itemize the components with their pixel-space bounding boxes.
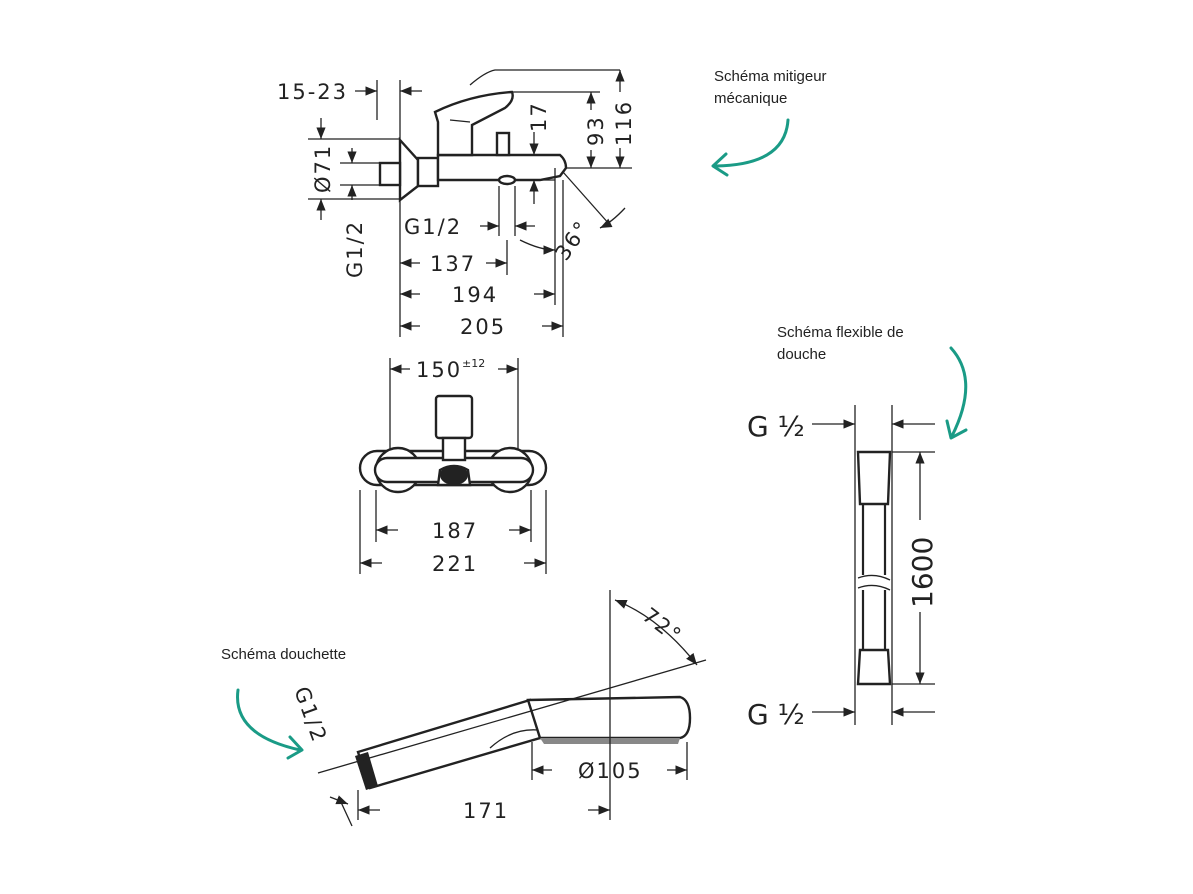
note-handshower: Schéma douchette <box>221 646 346 760</box>
note-hose: Schéma flexible de douche <box>777 324 968 440</box>
dim-36deg: 36° <box>550 216 594 265</box>
note-handshower-line1: Schéma douchette <box>221 646 346 663</box>
note-mixer-line2: mécanique <box>714 90 787 107</box>
dim-171: 171 <box>463 799 509 823</box>
teal-arrow-handshower <box>236 688 302 752</box>
dim-72deg: 72° <box>638 603 687 649</box>
teal-arrow-hose <box>949 346 968 438</box>
dim-o105: Ø105 <box>578 759 643 783</box>
dim-g12-left: G1/2 <box>343 220 367 278</box>
note-mixer: Schéma mitigeur mécanique <box>711 68 827 177</box>
hand-shower-view: 72° G1/2 Ø105 171 <box>289 590 707 827</box>
dim-17: 17 <box>527 101 551 132</box>
dim-137: 137 <box>430 252 476 276</box>
dim-g-top: G ½ <box>747 410 805 443</box>
note-mixer-line1: Schéma mitigeur <box>714 68 827 85</box>
dim-116: 116 <box>612 100 636 146</box>
dim-221: 221 <box>432 552 478 576</box>
dim-187: 187 <box>432 519 478 543</box>
dim-194: 194 <box>452 283 498 307</box>
dim-150: 150 <box>416 358 462 382</box>
dim-g-bottom: G ½ <box>747 698 805 731</box>
shower-hose-view: G ½ 1600 G ½ <box>747 405 939 731</box>
dim-g12-spout: G1/2 <box>404 215 462 239</box>
dim-o71: Ø71 <box>311 144 335 193</box>
mixer-front-view: 150 ±12 187 221 <box>358 357 548 576</box>
dim-1600: 1600 <box>906 537 939 608</box>
teal-arrow-mixer <box>714 118 790 168</box>
mixer-side-view: 15-23 Ø71 G1/2 17 93 116 G1/2 <box>277 69 636 339</box>
dim-150-tolerance: ±12 <box>462 357 485 370</box>
dim-15-23: 15-23 <box>277 80 348 104</box>
dim-93: 93 <box>584 115 608 146</box>
dim-205: 205 <box>460 315 506 339</box>
dim-g12-handshower: G1/2 <box>289 684 331 747</box>
note-hose-line1: Schéma flexible de <box>777 324 904 341</box>
note-hose-line2: douche <box>777 346 826 363</box>
